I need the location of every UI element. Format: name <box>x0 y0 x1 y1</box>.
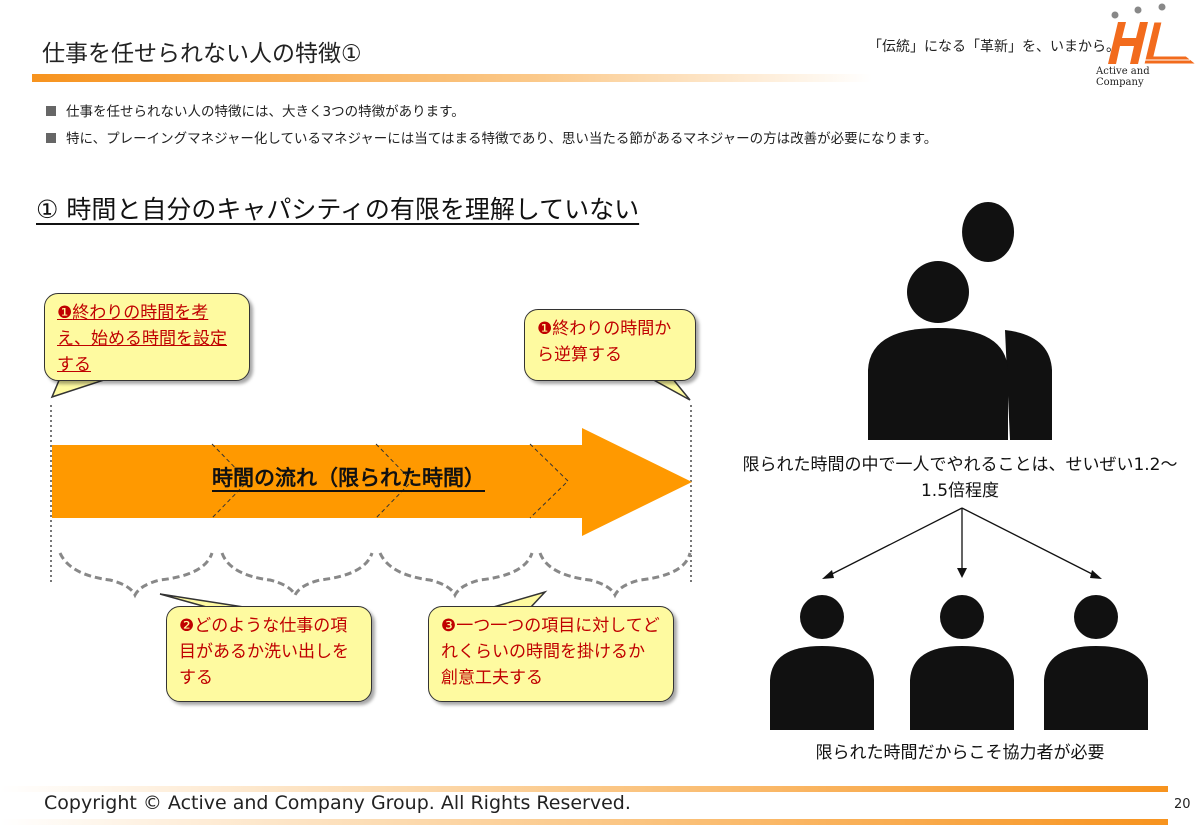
person-icon <box>907 261 969 323</box>
task-braces <box>58 552 692 599</box>
company-logo-icon <box>1108 3 1198 65</box>
callout-backcast: ❶終わりの時間から逆算する <box>524 309 696 381</box>
bullet-square-icon <box>46 106 56 116</box>
step-number: ❸ <box>441 616 457 636</box>
bullet-text: 特に、プレーイングマネジャー化しているマネジャーには当てはまる特徴であり、思い当… <box>66 131 938 147</box>
branch-arrows <box>827 507 1097 577</box>
bullet-text: 仕事を任せられない人の特徴には、大きく3つの特徴があります。 <box>66 104 465 120</box>
callout-tail <box>649 377 691 401</box>
collaborator-caption: 限られた時間だからこそ協力者が必要 <box>815 743 1105 763</box>
callout-allocate-time: ❸一つ一つの項目に対してどれくらいの時間を掛けるか創意工夫する <box>428 606 674 702</box>
bullet-item: 特に、プレーイングマネジャー化しているマネジャーには当てはまる特徴であり、思い当… <box>46 127 937 147</box>
bullet-item: 仕事を任せられない人の特徴には、大きく3つの特徴があります。 <box>46 100 465 120</box>
step-number: ❶ <box>537 319 553 339</box>
callout-text: 終わりの時間を考え、始める時間を設定する <box>57 303 227 375</box>
person-icons <box>770 202 1148 730</box>
time-flow-arrow <box>52 428 692 536</box>
page-title: 仕事を任せられない人の特徴① <box>42 41 362 67</box>
copyright: Copyright © Active and Company Group. Al… <box>44 792 631 814</box>
callout-set-start-time: ❶終わりの時間を考え、始める時間を設定する <box>44 293 250 381</box>
callout-text: どのような仕事の項目があるか洗い出しをする <box>179 616 349 688</box>
footer-bar <box>0 819 1168 825</box>
bullet-square-icon <box>46 133 56 143</box>
title-underline-bar <box>32 74 872 82</box>
section-heading: ① 時間と自分のキャパシティの有限を理解していない <box>36 195 640 224</box>
footer-bar <box>0 786 1168 792</box>
arrow-label: 時間の流れ（限られた時間） <box>212 466 485 490</box>
page-number: 20 <box>1174 797 1191 812</box>
callout-text: 終わりの時間から逆算する <box>537 319 672 365</box>
person-icon <box>868 328 1008 440</box>
callout-list-tasks: ❷どのような仕事の項目があるか洗い出しをする <box>166 606 372 702</box>
callout-text: 一つ一つの項目に対してどれくらいの時間を掛けるか創意工夫する <box>441 616 660 688</box>
step-number: ❶ <box>57 303 73 323</box>
tagline: 「伝統」になる「革新」を、いまから。 <box>868 39 1120 55</box>
logo-text: Active and Company <box>1096 66 1150 88</box>
step-number: ❷ <box>179 616 195 636</box>
chevron-dividers <box>211 443 569 519</box>
capacity-caption: 限られた時間の中で一人でやれることは、せいぜい1.2〜1.5倍程度 <box>742 455 1178 501</box>
